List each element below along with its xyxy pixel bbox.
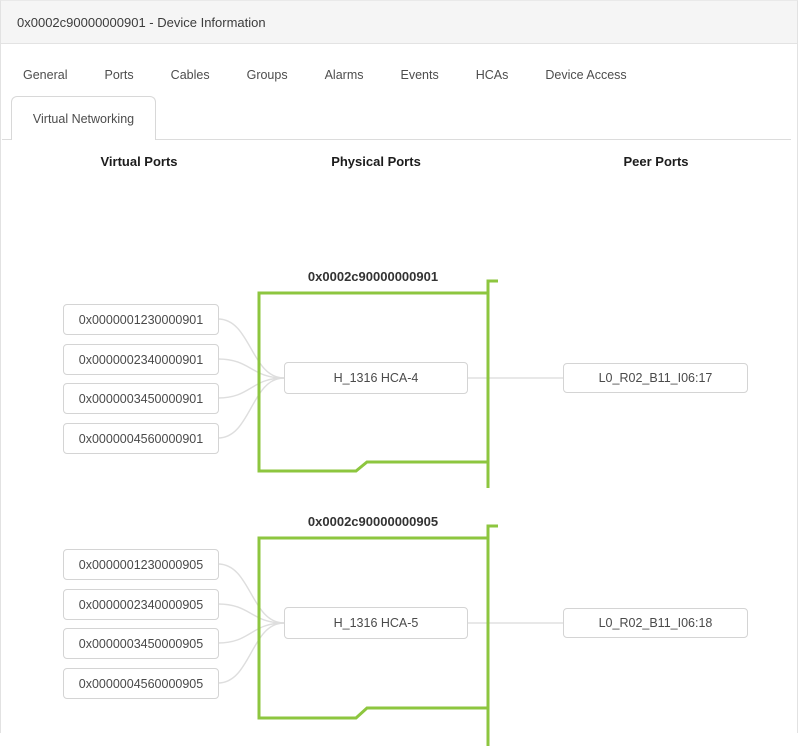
column-header-virtual-ports: Virtual Ports (100, 154, 178, 169)
column-header-peer-ports: Peer Ports (623, 154, 689, 169)
device-guid-label: 0x0002c90000000901 (307, 269, 439, 284)
virtual-port-node[interactable]: 0x0000004560000901 (63, 423, 219, 454)
tab-events[interactable]: Events (400, 68, 439, 82)
main-tabs: General Ports Cables Groups Alarms Event… (23, 59, 627, 91)
connector-lines (217, 279, 563, 488)
tab-cables[interactable]: Cables (170, 68, 210, 82)
tab-device-access[interactable]: Device Access (545, 68, 627, 82)
tab-hcas[interactable]: HCAs (475, 68, 509, 82)
device-guid-label: 0x0002c90000000905 (307, 514, 439, 529)
virtual-port-node[interactable]: 0x0000002340000901 (63, 344, 219, 375)
peer-port-node[interactable]: L0_R02_B11_I06:18 (563, 608, 748, 638)
physical-port-node[interactable]: H_1316 HCA-5 (284, 607, 468, 639)
virtual-port-node[interactable]: 0x0000004560000905 (63, 668, 219, 699)
vport-group-2: 0x0002c90000000905 0x0000001230000905 0x… (1, 506, 800, 746)
tab-alarms[interactable]: Alarms (324, 68, 364, 82)
virtual-port-node[interactable]: 0x0000003450000901 (63, 383, 219, 414)
tab-ports[interactable]: Ports (104, 68, 134, 82)
virtual-port-node[interactable]: 0x0000001230000905 (63, 549, 219, 580)
column-header-physical-ports: Physical Ports (331, 154, 421, 169)
virtual-port-node[interactable]: 0x0000003450000905 (63, 628, 219, 659)
tab-virtual-networking[interactable]: Virtual Networking (11, 96, 156, 140)
peer-port-node[interactable]: L0_R02_B11_I06:17 (563, 363, 748, 393)
virtual-port-node[interactable]: 0x0000001230000901 (63, 304, 219, 335)
dialog-titlebar: 0x0002c90000000901 - Device Information (1, 1, 797, 44)
connector-lines (217, 524, 563, 746)
tab-groups[interactable]: Groups (246, 68, 288, 82)
virtual-port-node[interactable]: 0x0000002340000905 (63, 589, 219, 620)
dialog-title: 0x0002c90000000901 - Device Information (17, 14, 266, 30)
vport-group-1: 0x0002c90000000901 0x0000001230000901 0x… (1, 261, 800, 501)
physical-port-node[interactable]: H_1316 HCA-4 (284, 362, 468, 394)
tab-underline (2, 139, 791, 140)
tab-general[interactable]: General (23, 68, 68, 82)
